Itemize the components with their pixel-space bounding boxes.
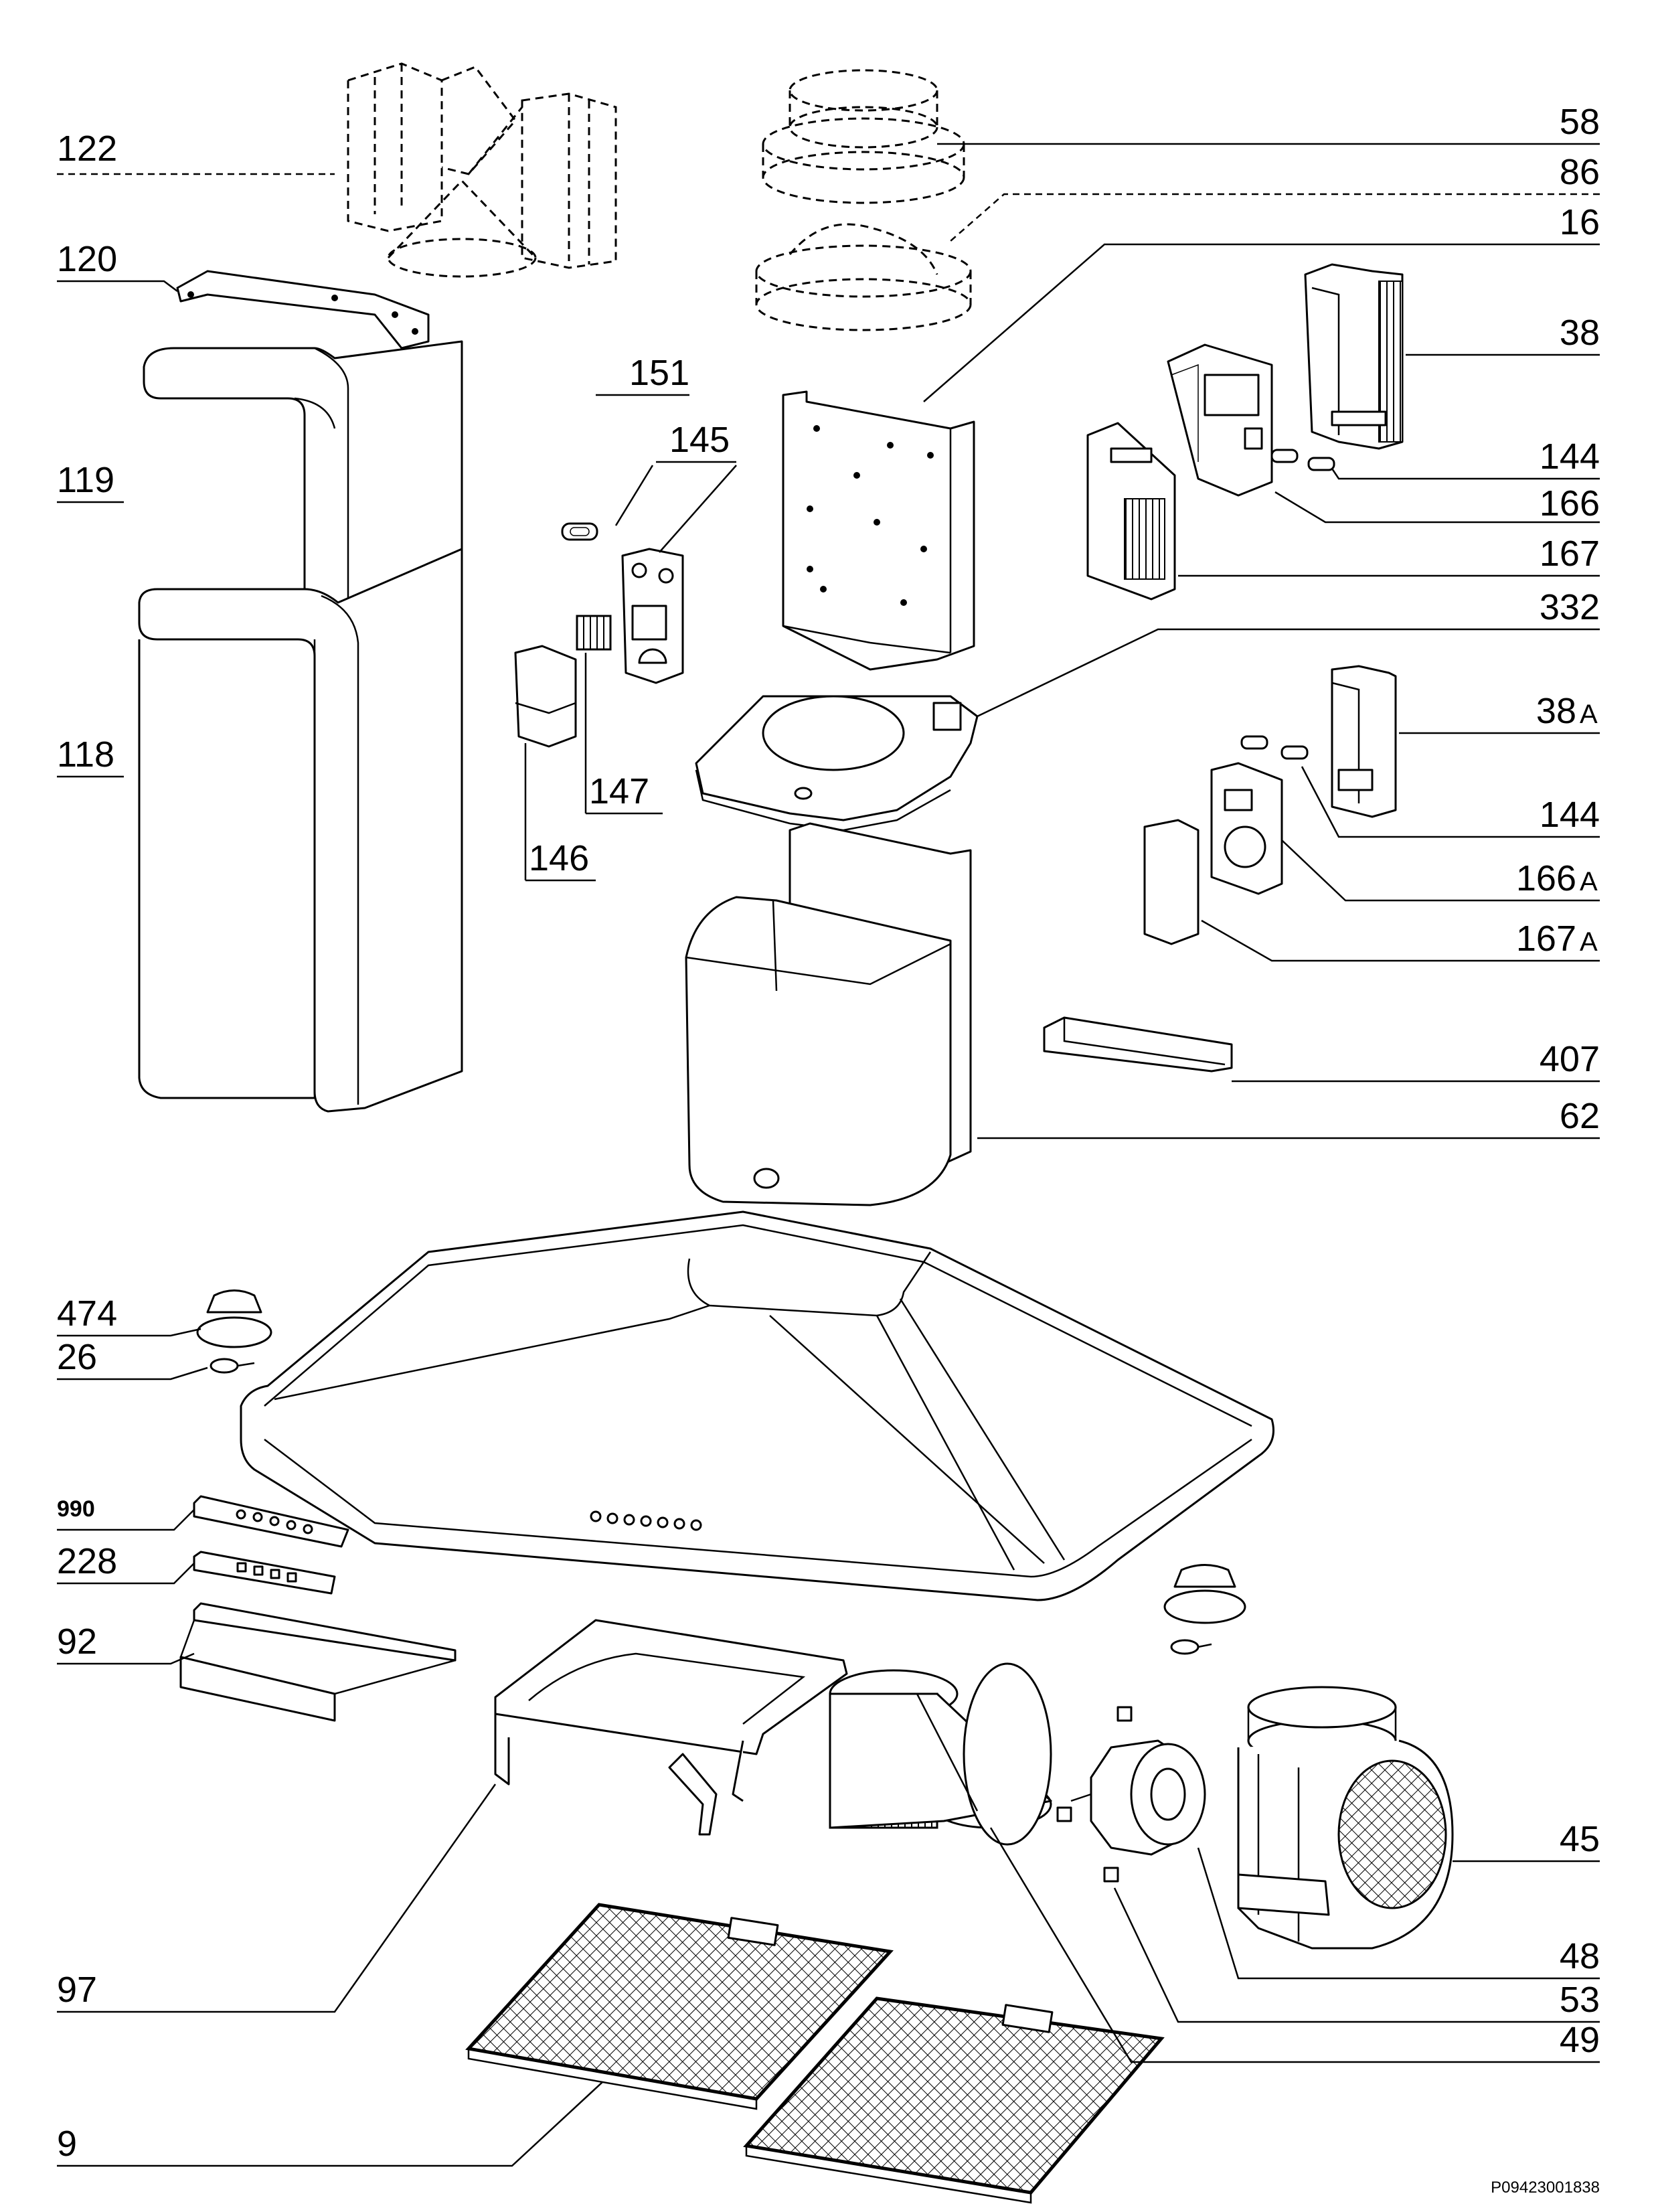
label-166a: 166: [1516, 858, 1576, 898]
part-122-duct-adaptor: [347, 62, 617, 278]
part-147-terminal-block: [576, 615, 612, 651]
part-38-control-box-housing: [1304, 263, 1404, 450]
diagram-reference-code: P09423001838: [1491, 2179, 1600, 2197]
part-38a-control-box-housing: [1331, 665, 1397, 818]
label-49: 49: [1560, 2020, 1600, 2060]
part-labels: 122 120 119 118 151 145 147 146 58 86 16…: [57, 102, 1600, 2197]
part-167-control-cover: [1086, 422, 1176, 601]
part-26-lamp: [210, 1358, 255, 1374]
part-97-filter-frame: [494, 1619, 848, 1836]
label-144b: 144: [1540, 795, 1600, 835]
label-38: 38: [1560, 313, 1600, 353]
part-167a-control-cover: [1143, 819, 1200, 945]
label-144: 144: [1540, 437, 1600, 477]
part-228-button-strip: [193, 1551, 336, 1595]
label-120: 120: [57, 239, 117, 279]
leader-lines: [57, 143, 1600, 2167]
label-122: 122: [57, 129, 117, 169]
label-97: 97: [57, 1970, 97, 2010]
label-167a: 167: [1516, 919, 1576, 959]
label-9: 9: [57, 2124, 77, 2164]
label-332: 332: [1540, 587, 1600, 627]
part-92-control-bracket: [179, 1602, 457, 1722]
label-145: 145: [669, 420, 730, 460]
part-58-duct-collar: [762, 69, 965, 204]
part-118-lower-chimney: [138, 548, 463, 1113]
label-407: 407: [1540, 1039, 1600, 1079]
label-16: 16: [1560, 202, 1600, 242]
main-hood-canopy: [240, 1210, 1274, 1601]
part-62-air-duct-box: [685, 822, 972, 1206]
label-167: 167: [1540, 534, 1600, 574]
label-53: 53: [1560, 1980, 1600, 2020]
part-120-mounting-bracket: [176, 270, 430, 349]
label-38a-suffix: A: [1580, 700, 1598, 729]
label-228: 228: [57, 1541, 117, 1581]
part-48-motor: [1070, 1739, 1206, 1856]
part-146-capacitor: [514, 645, 577, 748]
part-144-switch-caps: [1270, 449, 1335, 471]
lamp-holder-duplicate: [1163, 1564, 1246, 1655]
label-166: 166: [1540, 483, 1600, 524]
part-16-back-plate: [782, 390, 975, 671]
part-474-lamp-holder: [196, 1289, 272, 1348]
part-166a-control-board: [1210, 762, 1283, 895]
label-474: 474: [57, 1293, 117, 1334]
part-990-control-panel: [193, 1495, 349, 1548]
label-146: 146: [529, 838, 589, 878]
label-119: 119: [57, 460, 114, 500]
part-86-backflow-valve: [755, 223, 972, 331]
label-62: 62: [1560, 1096, 1600, 1136]
label-38a: 38: [1536, 691, 1576, 731]
part-9-grease-filters: [465, 1903, 1165, 2204]
part-49-fan-impeller: [829, 1662, 1052, 1846]
label-45: 45: [1560, 1819, 1600, 1859]
part-53-motor-dampers: [1056, 1706, 1133, 1883]
part-144b-switch-caps: [1240, 735, 1309, 760]
label-166a-suffix: A: [1580, 867, 1598, 896]
part-45-fan-housing: [1237, 1686, 1454, 1950]
label-86: 86: [1560, 152, 1600, 192]
part-166-control-board: [1167, 343, 1273, 497]
label-990: 990: [57, 1496, 95, 1522]
hood-front-buttons: [590, 1510, 702, 1531]
part-407-bracket: [1043, 1016, 1233, 1073]
label-118: 118: [57, 734, 114, 775]
label-147: 147: [589, 771, 649, 811]
label-151: 151: [629, 353, 689, 393]
label-92: 92: [57, 1622, 97, 1662]
label-48: 48: [1560, 1936, 1600, 1976]
label-167a-suffix: A: [1580, 927, 1598, 957]
label-58: 58: [1560, 102, 1600, 142]
label-26: 26: [57, 1337, 97, 1377]
part-332-motor-plate: [695, 695, 979, 832]
part-145-switch-unit: [621, 548, 684, 684]
part-151-switch-cap: [561, 522, 598, 541]
